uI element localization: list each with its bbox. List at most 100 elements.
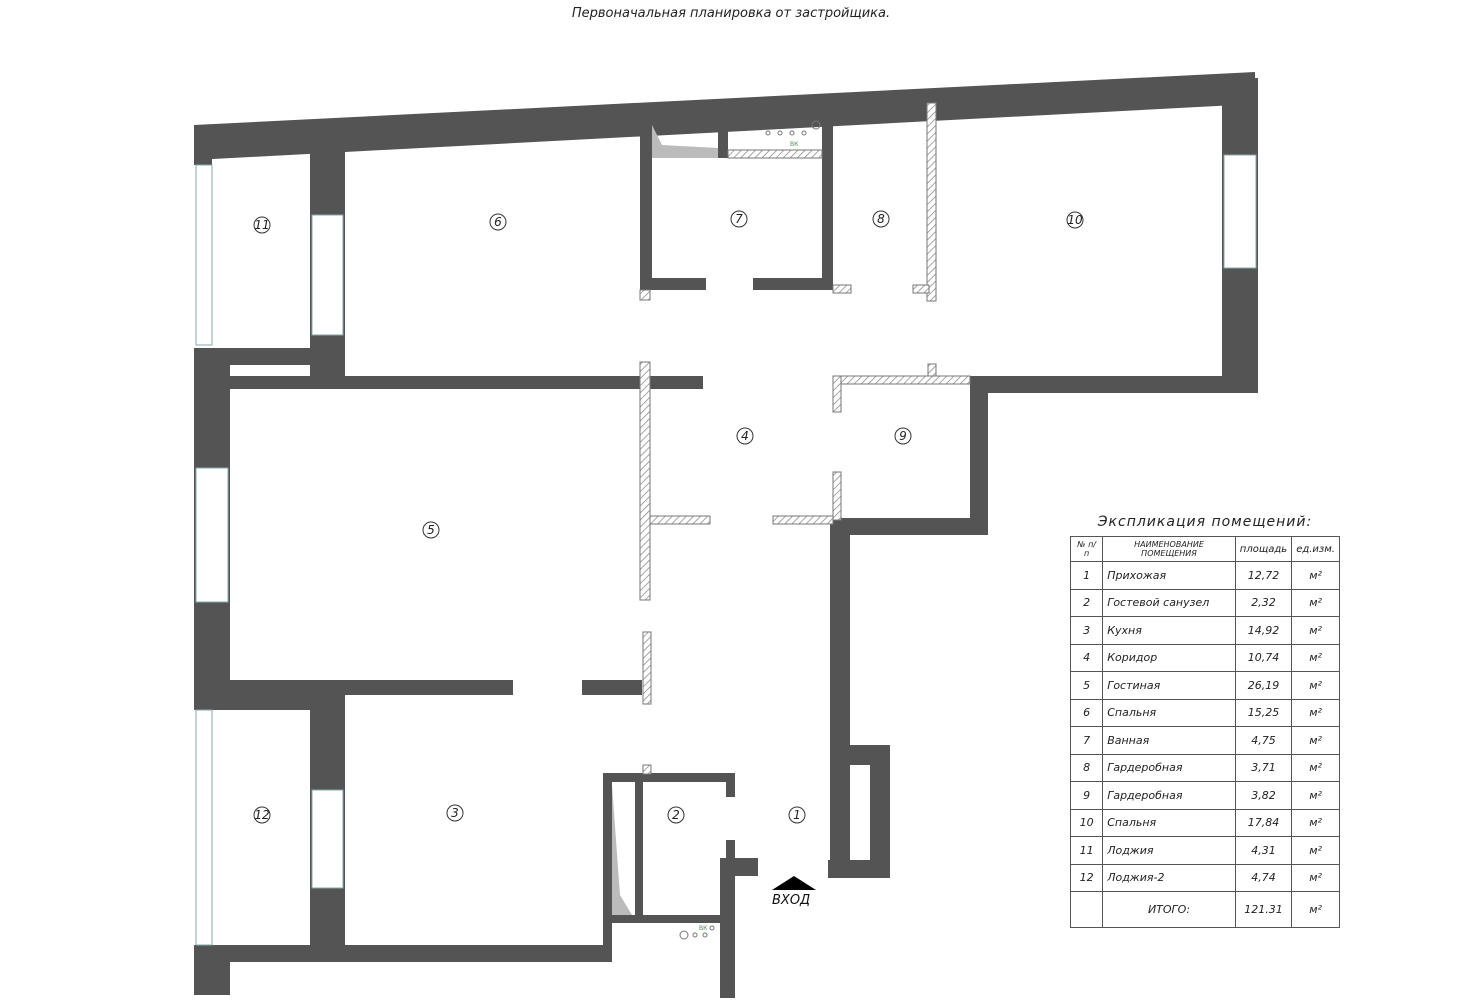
cell-unit: м² bbox=[1291, 588, 1340, 617]
cell-no: 8 bbox=[1069, 753, 1104, 782]
cell-area: 3,71 bbox=[1234, 753, 1293, 782]
cell-no: 4 bbox=[1069, 643, 1104, 672]
room-marker-circle bbox=[667, 806, 685, 824]
window bbox=[1223, 154, 1257, 269]
room-marker-6: 6 bbox=[494, 215, 502, 229]
cell-name: Кухня bbox=[1102, 616, 1236, 645]
cell-name: Гостевой санузел bbox=[1102, 588, 1236, 617]
cell-no: 2 bbox=[1069, 588, 1104, 617]
room-marker-9: 9 bbox=[899, 429, 907, 443]
cell-unit: м² bbox=[1291, 698, 1340, 727]
room-marker-circle bbox=[489, 213, 507, 231]
room-marker-1: 1 bbox=[793, 808, 801, 822]
explication-table: Экспликация помещений: № п/п НАИМЕНОВАНИ… bbox=[1069, 514, 1340, 928]
room-marker-4: 4 bbox=[741, 429, 749, 443]
room-marker-11: 11 bbox=[254, 218, 269, 232]
cell-name: Коридор bbox=[1102, 643, 1236, 672]
cell-area: 15,25 bbox=[1234, 698, 1293, 727]
room-marker-2: 2 bbox=[672, 808, 680, 822]
cell-name: Лоджия bbox=[1102, 836, 1236, 865]
cell-no: 7 bbox=[1069, 726, 1104, 755]
room-marker-circle bbox=[1066, 211, 1084, 229]
total-unit: м² bbox=[1291, 891, 1340, 928]
fixture-label: ВК bbox=[790, 141, 799, 148]
cell-no: 3 bbox=[1069, 616, 1104, 645]
cell-no: 1 bbox=[1069, 561, 1104, 590]
window bbox=[195, 467, 229, 603]
fixture-label: ВК bbox=[699, 925, 708, 932]
cell-area: 4,75 bbox=[1234, 726, 1293, 755]
windows bbox=[195, 154, 1257, 946]
partitions bbox=[639, 102, 971, 775]
cell-area: 10,74 bbox=[1234, 643, 1293, 672]
cell-unit: м² bbox=[1291, 726, 1340, 755]
cell-unit: м² bbox=[1291, 753, 1340, 782]
cell-area: 26,19 bbox=[1234, 671, 1293, 700]
cell-area: 2,32 bbox=[1234, 588, 1293, 617]
cell-name: Спальня bbox=[1102, 808, 1236, 837]
total-area: 121.31 bbox=[1234, 891, 1293, 928]
room-marker-circle bbox=[422, 521, 440, 539]
cell-no: 6 bbox=[1069, 698, 1104, 727]
room-marker-circle bbox=[446, 804, 464, 822]
cell-name: Лоджия-2 bbox=[1102, 863, 1236, 892]
room-marker-10: 10 bbox=[1067, 213, 1083, 227]
room-marker-circle bbox=[730, 210, 748, 228]
window bbox=[195, 709, 213, 946]
cell-area: 12,72 bbox=[1234, 561, 1293, 590]
total-row: ИТОГО: 121.31 м² bbox=[1069, 891, 1340, 928]
col-no: № п/п bbox=[1069, 536, 1104, 562]
cell-unit: м² bbox=[1291, 808, 1340, 837]
drawing-title: Первоначальная планировка от застройщика… bbox=[571, 6, 891, 21]
room-marker-3: 3 bbox=[451, 806, 459, 820]
room-marker-circle bbox=[736, 427, 754, 445]
fixtures: ВК ВК bbox=[612, 120, 821, 940]
room-marker-12: 12 bbox=[254, 808, 269, 822]
cell-area: 4,74 bbox=[1234, 863, 1293, 892]
cell-unit: м² bbox=[1291, 836, 1340, 865]
drain-icon bbox=[811, 120, 821, 130]
cell-name: Гардеробная bbox=[1102, 781, 1236, 810]
table-header: № п/п НАИМЕНОВАНИЕ ПОМЕЩЕНИЯ площадь ед.… bbox=[1069, 536, 1340, 562]
cell-no: 9 bbox=[1069, 781, 1104, 810]
cell-name: Гардеробная bbox=[1102, 753, 1236, 782]
cell-unit: м² bbox=[1291, 561, 1340, 590]
explication-title: Экспликация помещений: bbox=[1097, 514, 1313, 530]
cell-unit: м² bbox=[1291, 616, 1340, 645]
cell-unit: м² bbox=[1291, 863, 1340, 892]
entrance-arrow-icon bbox=[772, 876, 816, 890]
cell-no: 10 bbox=[1069, 808, 1104, 837]
col-unit: ед.изм. bbox=[1291, 536, 1340, 562]
cell-area: 17,84 bbox=[1234, 808, 1293, 837]
entrance-label: ВХОД bbox=[772, 893, 811, 908]
room-marker-7: 7 bbox=[735, 212, 743, 226]
drain-icon bbox=[679, 930, 689, 940]
cell-area: 14,92 bbox=[1234, 616, 1293, 645]
cell-no: 5 bbox=[1069, 671, 1104, 700]
cell-name: Ванная bbox=[1102, 726, 1236, 755]
window bbox=[311, 789, 344, 889]
window bbox=[195, 164, 213, 346]
room-marker-circle bbox=[253, 216, 271, 234]
room-marker-circle bbox=[788, 806, 806, 824]
cell-name: Прихожая bbox=[1102, 561, 1236, 590]
cell-name: Гостиная bbox=[1102, 671, 1236, 700]
total-label: ИТОГО: bbox=[1102, 891, 1236, 928]
col-name: НАИМЕНОВАНИЕ ПОМЕЩЕНИЯ bbox=[1102, 536, 1236, 562]
bathtub-icon bbox=[612, 785, 632, 915]
cell-area: 3,82 bbox=[1234, 781, 1293, 810]
col-area: площадь bbox=[1234, 536, 1293, 562]
bathtub-icon bbox=[652, 125, 718, 158]
